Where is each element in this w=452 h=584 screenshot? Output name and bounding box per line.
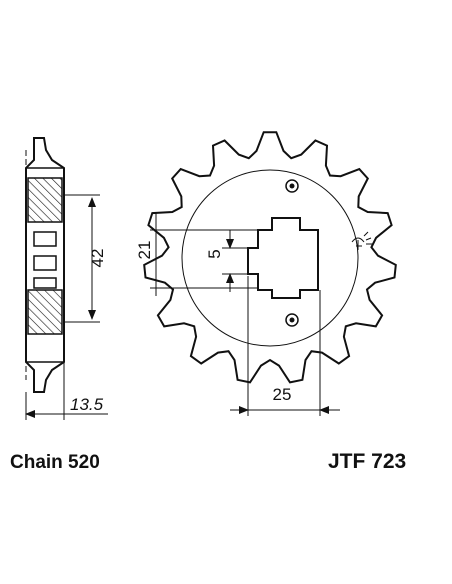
dimension-label-width: 13.5 [70,395,104,414]
bolt-hole-top-inner [289,183,295,189]
sprocket-teeth-outline [143,131,397,384]
side-profile-slot [33,255,57,271]
dimension-25: 25 [230,276,340,416]
spline-bore [247,217,319,299]
dimension-5: 5 [205,230,258,292]
dimension-label-height: 42 [88,249,107,268]
manufacturer-mark [351,231,372,250]
dimension-label-spline-width: 5 [205,249,224,258]
dimension-42: 42 [64,194,107,323]
chain-size-label: Chain 520 [10,452,100,473]
side-profile-slot [33,231,57,247]
dimension-label-bolt-spacing: 25 [273,385,292,404]
sprocket-pitch-circle [181,169,359,347]
side-profile-slot [33,277,57,289]
side-profile-hatch-bottom [27,289,63,335]
bolt-hole-top [285,179,299,193]
bolt-hole-bottom [285,313,299,327]
side-profile-view [25,137,65,393]
side-profile-hatch-top [27,177,63,223]
dimension-13-5: 13.5 [25,362,108,420]
dimension-label-spline-depth: 21 [135,241,154,260]
part-number-label: JTF 723 [328,450,407,473]
sprocket-front-view [143,131,397,384]
bolt-hole-bottom-inner [289,317,295,323]
dimension-21: 21 [135,212,258,296]
